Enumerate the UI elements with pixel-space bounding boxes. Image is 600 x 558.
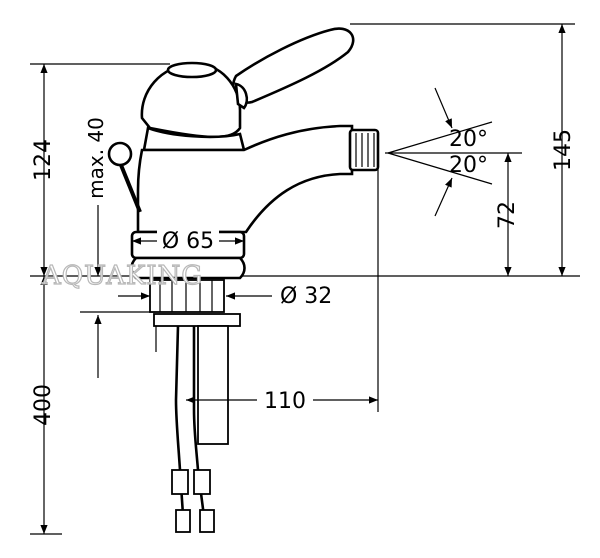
angle-label-bottom: 20° xyxy=(449,153,488,178)
dimension-400: 400 xyxy=(31,276,56,534)
lever-handle xyxy=(231,27,355,104)
main-body-spout xyxy=(136,124,354,234)
dim-label-145: 145 xyxy=(551,129,576,171)
pop-up-knob xyxy=(107,141,133,167)
dim-label-110: 110 xyxy=(264,389,306,414)
angle-label-top: 20° xyxy=(449,127,488,152)
dimension-72: 72 xyxy=(495,153,520,276)
supply-hose-left xyxy=(174,325,186,531)
dim-label-400: 400 xyxy=(31,384,56,426)
dim-label-72: 72 xyxy=(495,201,520,229)
dimension-dia-65: Ø 65 xyxy=(132,226,244,254)
cartridge-collar xyxy=(142,126,246,152)
dim-label-max-40: max. 40 xyxy=(84,117,108,199)
mounting-nut xyxy=(153,313,241,327)
dimension-145: 145 xyxy=(551,24,576,276)
dimension-max-40: max. 40 xyxy=(80,117,155,378)
spray-angle-dimension: 20° 20° xyxy=(387,87,493,217)
dim-label-dia-65: Ø 65 xyxy=(162,229,214,254)
dimension-dia-32: Ø 32 xyxy=(118,284,332,309)
dim-label-124: 124 xyxy=(31,139,56,181)
aerator xyxy=(348,128,380,172)
dim-label-dia-32: Ø 32 xyxy=(280,284,332,309)
watermark-logo: AQUAKING xyxy=(41,261,203,291)
linkage-rod xyxy=(197,325,229,445)
dome-cap xyxy=(166,61,218,79)
reference-lines xyxy=(30,23,580,535)
dimension-110: 110 xyxy=(186,386,378,414)
dimension-124: 124 xyxy=(31,64,56,276)
